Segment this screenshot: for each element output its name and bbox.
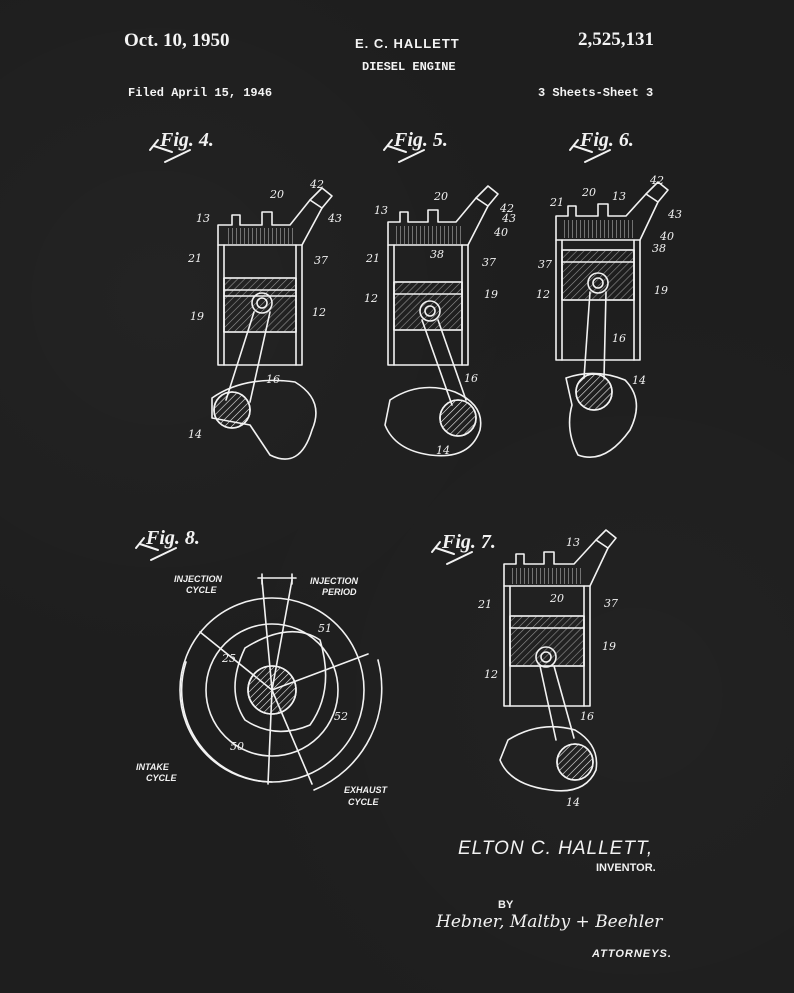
label-exhaust-1: EXHAUST: [344, 785, 389, 795]
ref-38: 38: [430, 248, 444, 261]
label-injection-period-2: PERIOD: [322, 587, 357, 597]
fig-7: Fig. 7. 13 21 20 37 12 19 16 14: [431, 529, 618, 809]
fig-4-label: Fig. 4.: [159, 129, 214, 151]
ref-16: 16: [580, 710, 594, 723]
ref-38: 38: [652, 242, 666, 255]
fig-5-label: Fig. 5.: [393, 129, 448, 151]
ref-43: 43: [501, 212, 516, 225]
ref-13: 13: [612, 190, 626, 203]
ref-13: 13: [374, 204, 388, 217]
ref-42: 42: [309, 178, 324, 191]
ref-14: 14: [436, 444, 450, 457]
ref-19: 19: [484, 288, 498, 301]
ref-20: 20: [433, 190, 448, 203]
ref-37: 37: [482, 256, 496, 269]
label-exhaust-2: CYCLE: [348, 797, 379, 807]
ref-20: 20: [269, 188, 284, 201]
ref-21: 21: [549, 196, 564, 209]
inventor-role: INVENTOR.: [596, 862, 656, 874]
ref-37: 37: [314, 254, 328, 267]
fig-4: Fig. 4. 13 20 42 43 21: [149, 129, 342, 460]
ref-16: 16: [612, 332, 626, 345]
ref-43: 43: [327, 212, 342, 225]
inventor-signature: ELTON C. HALLETT,: [458, 838, 654, 859]
fig-8: Fig. 8. INJECTION CYCLE INJECTION PERIOD…: [135, 527, 389, 807]
by-label: BY: [498, 899, 514, 911]
ref-14: 14: [188, 428, 202, 441]
ref-43: 43: [667, 208, 682, 221]
label-intake-2: CYCLE: [146, 773, 177, 783]
filed-date: Filed April 15, 1946: [128, 86, 273, 100]
fig-7-label: Fig. 7.: [441, 531, 496, 553]
ref-37: 37: [604, 597, 618, 610]
ref-21: 21: [477, 598, 492, 611]
attorneys-label: ATTORNEYS.: [592, 948, 672, 960]
ref-40: 40: [659, 230, 674, 243]
ref-51: 51: [318, 622, 332, 635]
fig-6: Fig. 6. 21 20 13 42 43 40 38 37 12: [536, 129, 682, 459]
ref-40: 40: [493, 226, 508, 239]
ref-19: 19: [602, 640, 616, 653]
ref-16: 16: [464, 372, 478, 385]
ref-13: 13: [566, 536, 580, 549]
ref-20: 20: [549, 592, 564, 605]
patent-title: DIESEL ENGINE: [362, 60, 456, 74]
ref-12: 12: [364, 292, 378, 305]
ref-52: 52: [334, 710, 348, 723]
label-injection-period-1: INJECTION: [310, 576, 359, 586]
ref-12: 12: [312, 306, 326, 319]
label-injection-cycle-2: CYCLE: [186, 585, 217, 595]
attorneys-signature: Hebner, Maltby + Beehler: [436, 912, 663, 932]
ref-13: 13: [196, 212, 210, 225]
patent-date: Oct. 10, 1950: [124, 30, 230, 51]
sheet-count: 3 Sheets-Sheet 3: [538, 86, 654, 100]
ref-12: 12: [484, 668, 498, 681]
ref-37: 37: [538, 258, 552, 271]
fig-5: Fig. 5. 13 20 42 43 40 21 38 37 12: [364, 129, 516, 457]
ref-21: 21: [187, 252, 202, 265]
label-intake-1: INTAKE: [136, 762, 170, 772]
ref-19: 19: [190, 310, 204, 323]
fig-6-label: Fig. 6.: [579, 129, 634, 151]
ref-20: 20: [581, 186, 596, 199]
label-injection-cycle-1: INJECTION: [174, 574, 223, 584]
ref-50: 50: [230, 740, 244, 753]
patent-number: 2,525,131: [578, 29, 654, 50]
ref-14: 14: [566, 796, 580, 809]
ref-42: 42: [649, 174, 664, 187]
inventor-header: E. C. HALLETT: [355, 36, 460, 51]
ref-42: 42: [499, 202, 514, 215]
ref-12: 12: [536, 288, 550, 301]
ref-14: 14: [632, 374, 646, 387]
ref-25: 25: [221, 652, 236, 665]
fig-8-label: Fig. 8.: [145, 527, 200, 549]
ref-16: 16: [266, 373, 280, 386]
ref-19: 19: [654, 284, 668, 297]
ref-21: 21: [365, 252, 380, 265]
